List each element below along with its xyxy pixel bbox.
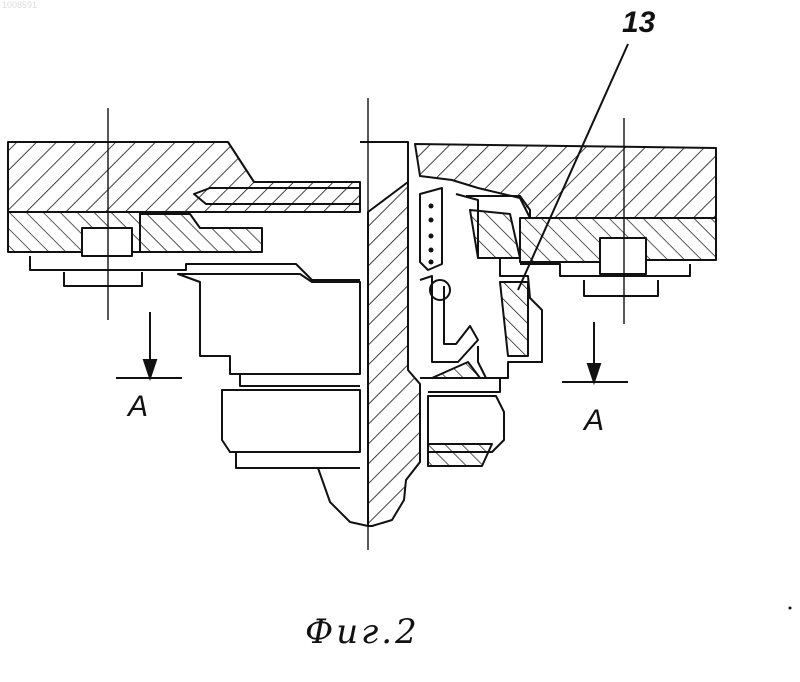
section-label-left: A	[128, 390, 148, 424]
figure-caption: Фиг.2	[305, 612, 420, 652]
housing-bottom	[236, 452, 360, 468]
housing-rim	[222, 390, 360, 452]
right-step-hatch	[470, 210, 520, 258]
stray-dot	[789, 607, 792, 610]
central-shaft	[368, 182, 420, 526]
right-lower-ring	[420, 378, 500, 392]
housing-body	[178, 274, 360, 374]
plate-recess	[228, 142, 408, 182]
lower-plate-mid	[140, 214, 262, 252]
flange-underside	[30, 256, 360, 280]
right-side-hatch	[500, 282, 528, 356]
section-label-right: A	[584, 404, 604, 438]
upper-plate	[8, 142, 360, 212]
left-bolt-washer	[64, 272, 142, 286]
part-number-label: 13	[622, 6, 655, 40]
housing-lower-ring	[240, 374, 360, 386]
shaft-tip	[318, 468, 368, 526]
right-bottom-hatch	[428, 444, 492, 466]
right-bolt-washer	[584, 280, 658, 296]
latch-bar	[420, 188, 442, 270]
upper-plate-right	[415, 144, 716, 218]
left-bolt-head	[82, 228, 132, 256]
right-bolt-head	[600, 238, 646, 274]
right-ring-hatch	[432, 362, 480, 378]
